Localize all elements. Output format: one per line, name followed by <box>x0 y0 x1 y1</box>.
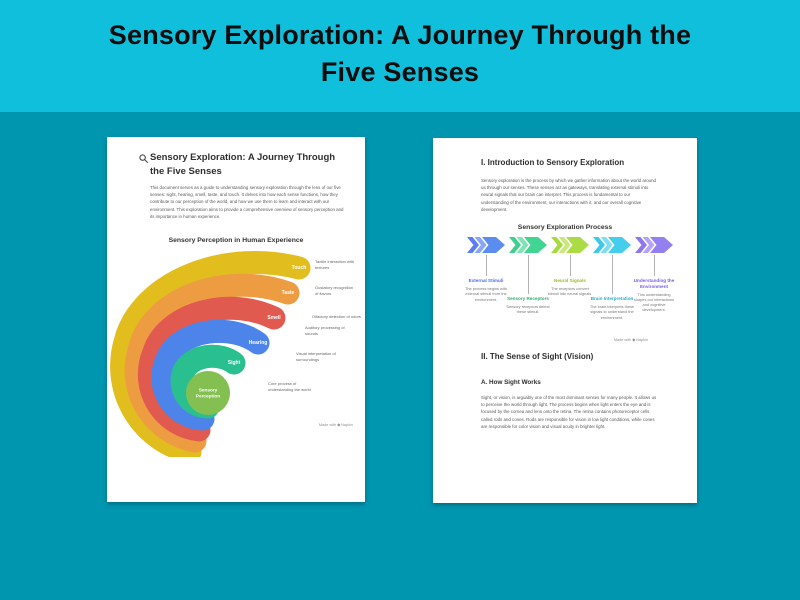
funnel-label-touch: Touch <box>291 265 307 271</box>
step-description: The brain interprets these signals to un… <box>589 304 635 320</box>
connector-line <box>528 255 529 294</box>
arrow-icon <box>482 237 505 253</box>
chevron-icon <box>467 237 479 253</box>
arrow-icon <box>524 237 547 253</box>
document-title: Sensory Exploration: A Journey Through th… <box>150 151 353 178</box>
funnel-annotation-taste: Gustatory recognition of flavors <box>315 285 354 296</box>
banner-title: Sensory Exploration: A Journey Through t… <box>100 17 700 91</box>
funnel-chart-title: Sensory Perception in Human Experience <box>168 237 304 244</box>
chevron-group-2 <box>509 237 547 253</box>
right-page-document[interactable]: I. Introduction to Sensory Exploration S… <box>433 138 697 503</box>
chevron-icon <box>635 237 647 253</box>
banner: Sensory Exploration: A Journey Through t… <box>0 0 800 112</box>
connector-line <box>570 255 571 276</box>
chevron-group-4 <box>593 237 631 253</box>
funnel-label-taste: Taste <box>281 290 295 296</box>
step-description: The receptors convert stimuli into neura… <box>547 286 593 297</box>
process-step-neural-signals: Neural Signals The receptors convert sti… <box>547 278 593 297</box>
funnel-annotation-hearing: Auditory processing of sounds <box>305 325 345 336</box>
funnel-label-hearing: Hearing <box>248 340 268 346</box>
step-label: Brain Interpretation <box>590 296 634 301</box>
funnel-label-core: Sensory Perception <box>195 387 221 398</box>
funnel-annotation-smell: Olfactory detection of odors <box>312 314 361 319</box>
process-step-brain-interpretation: Brain Interpretation The brain interpret… <box>589 296 635 320</box>
chevron-icon <box>600 237 613 253</box>
step-label: Understanding the Environment <box>633 278 675 289</box>
funnel-band-touch <box>110 251 311 457</box>
process-step-understanding-environment: Understanding the Environment This under… <box>631 278 677 313</box>
section2-subheading: A. How Sight Works <box>481 379 541 386</box>
banner-title-line2: Five Senses <box>320 57 480 87</box>
step-description: Sensory receptors detect these stimuli. <box>506 304 550 315</box>
document-title-row: Sensory Exploration: A Journey Through th… <box>139 151 353 178</box>
funnel-band-hearing <box>151 319 270 431</box>
arrow-icon <box>650 237 673 253</box>
process-step-sensory-receptors: Sensory Receptors Sensory receptors dete… <box>505 296 551 315</box>
chevron-icon <box>558 237 571 253</box>
chevron-icon <box>551 237 563 253</box>
section1-paragraph: Sensory exploration is the process by wh… <box>481 178 656 212</box>
step-label: Sensory Receptors <box>507 296 549 301</box>
funnel-band-smell <box>137 296 286 442</box>
step-description: This understanding shapes our interactio… <box>633 291 675 313</box>
arrow-icon <box>566 237 589 253</box>
funnel-annotation-sight: Visual interpretation of surroundings <box>296 351 336 362</box>
chevron-icon <box>642 237 655 253</box>
connector-line <box>654 255 655 276</box>
arrow-icon <box>608 237 631 253</box>
step-description: The process begins with external stimuli… <box>465 286 507 302</box>
chevron-group-1 <box>467 237 505 253</box>
chevron-icon <box>474 237 487 253</box>
step-label: Neural Signals <box>554 278 586 283</box>
chevron-group-3 <box>551 237 589 253</box>
document-title-line1: Sensory Exploration: A Journey Through <box>150 152 336 163</box>
search-icon <box>139 154 148 163</box>
banner-title-line1: Sensory Exploration: A Journey Through t… <box>108 20 692 50</box>
chevron-icon <box>516 237 529 253</box>
chevron-icon <box>593 237 605 253</box>
section2-paragraph: Sight, or vision, is arguably one of the… <box>481 395 657 429</box>
funnel-annotation-touch: Tactile interaction with textures <box>315 259 355 270</box>
chevron-strip <box>467 237 673 253</box>
intro-paragraph: This document serves as a guide to under… <box>150 185 344 219</box>
process-chart-title: Sensory Exploration Process <box>517 224 613 231</box>
funnel-core-circle <box>186 371 230 415</box>
process-step-external-stimuli: External Stimuli The process begins with… <box>463 278 509 302</box>
funnel-annotation-core: Core process of understanding the world <box>268 381 311 392</box>
sensory-funnel-diagram <box>110 251 311 457</box>
section1-heading: I. Introduction to Sensory Exploration <box>481 158 625 167</box>
funnel-label-smell: Smell <box>267 315 281 321</box>
connector-line <box>486 255 487 276</box>
napkin-watermark: Made with ◆ Napkin <box>613 338 648 342</box>
napkin-watermark: Made with ◆ Napkin <box>318 423 353 427</box>
section2-heading: II. The Sense of Sight (Vision) <box>481 352 594 361</box>
chevron-icon <box>509 237 521 253</box>
funnel-label-sight: Sight <box>227 360 241 366</box>
connector-line <box>612 255 613 294</box>
document-title-line2: the Five Senses <box>150 165 222 177</box>
chevron-group-5 <box>635 237 673 253</box>
step-label: External Stimuli <box>468 278 504 283</box>
left-page-document[interactable]: Sensory Exploration: A Journey Through th… <box>107 137 365 502</box>
